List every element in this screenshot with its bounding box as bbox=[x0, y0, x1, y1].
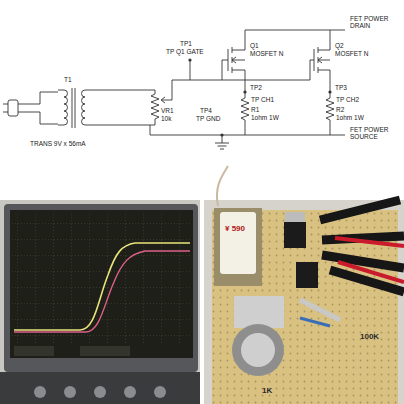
tp1-lead bbox=[190, 60, 191, 80]
part-value: TRANS 9V x 56mA bbox=[30, 140, 86, 147]
circuit-board-photo bbox=[204, 166, 404, 404]
part-name: VR1 bbox=[161, 107, 174, 114]
signal-name: TP GND bbox=[196, 115, 220, 122]
part-name: Q1 bbox=[250, 42, 259, 49]
mosfet-symbol bbox=[232, 30, 245, 92]
secondary-wires bbox=[58, 90, 155, 135]
oscilloscope-photo bbox=[0, 200, 200, 404]
net-label: FET POWER SOURCE bbox=[350, 126, 392, 141]
resistor-symbol bbox=[241, 92, 249, 135]
net-label: FET POWER DRAIN bbox=[350, 15, 390, 30]
test-point-label: TP2 bbox=[250, 84, 262, 91]
schematic bbox=[3, 30, 345, 149]
part-value: 1ohm 1W bbox=[336, 114, 364, 121]
part-value: MOSFET N bbox=[335, 50, 368, 57]
handwritten-note: 1K bbox=[262, 386, 272, 395]
q2-gate bbox=[310, 49, 314, 80]
q1-gate bbox=[222, 49, 228, 80]
part-name: Q2 bbox=[335, 42, 344, 49]
test-points bbox=[188, 58, 331, 136]
part-name: T1 bbox=[64, 76, 72, 83]
potentiometer-symbol bbox=[150, 90, 159, 125]
source-rail bbox=[150, 135, 345, 136]
test-point-label: TP4 bbox=[200, 107, 212, 114]
test-point-label: TP1 bbox=[180, 40, 192, 47]
part-value: 10k bbox=[161, 115, 171, 122]
handwritten-note: 100K bbox=[360, 332, 379, 341]
resistor-symbol bbox=[326, 92, 334, 135]
wiper-arrow bbox=[161, 97, 172, 103]
secondary-coil bbox=[82, 90, 85, 125]
signal-name: TP Q1 GATE bbox=[166, 48, 204, 55]
primary-wires bbox=[18, 92, 58, 124]
ac-plug bbox=[8, 100, 18, 116]
primary-coil bbox=[64, 90, 68, 125]
mosfet-symbol bbox=[318, 30, 330, 92]
plug-pins bbox=[3, 104, 8, 112]
signal-name: TP CH2 bbox=[336, 96, 359, 103]
signal-name: TP CH1 bbox=[251, 96, 274, 103]
drain-rail bbox=[245, 30, 345, 31]
ground-symbol bbox=[215, 135, 229, 149]
part-name: R1 bbox=[251, 106, 259, 113]
transformer-core bbox=[72, 88, 75, 128]
price-sticker: ¥ 590 bbox=[224, 224, 246, 233]
part-value: MOSFET N bbox=[250, 50, 283, 57]
test-point-label: TP3 bbox=[335, 84, 347, 91]
part-name: R2 bbox=[336, 106, 344, 113]
part-value: 1ohm 1W bbox=[251, 114, 279, 121]
gate-wire bbox=[172, 80, 310, 100]
